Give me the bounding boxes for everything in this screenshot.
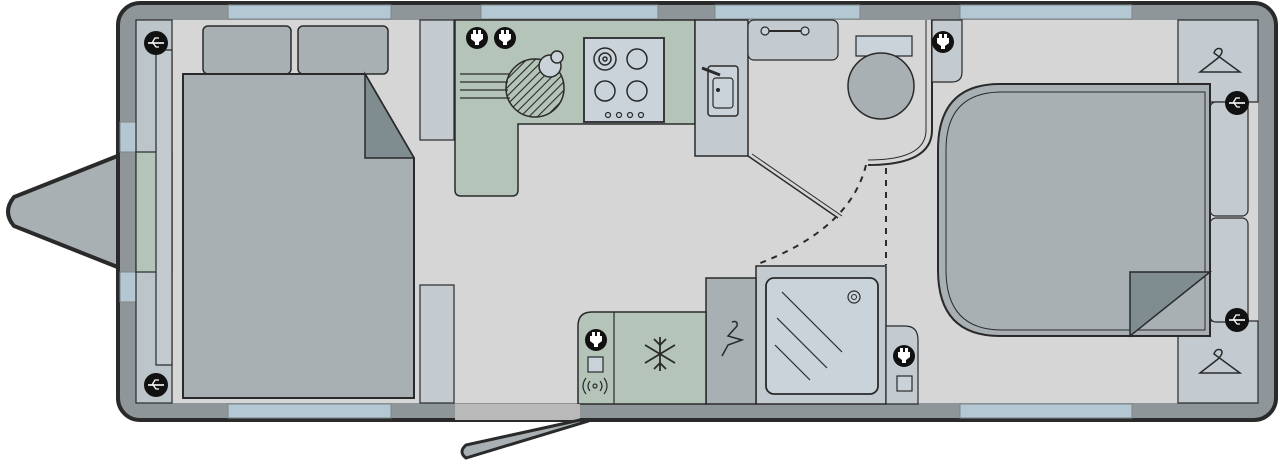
usb-icon — [1225, 91, 1249, 115]
plug-glyph — [471, 30, 483, 45]
coat-hanger-icon — [721, 320, 745, 357]
gas-hob-icon — [583, 37, 665, 123]
windows-top — [227, 4, 1133, 20]
usb-icon — [144, 373, 168, 397]
window — [959, 403, 1133, 419]
plug-glyph — [499, 30, 511, 45]
fridge-unit — [577, 311, 707, 405]
coat-hanger-icon — [1197, 348, 1243, 374]
plug-glyph — [898, 348, 910, 363]
window — [227, 4, 392, 20]
rear-island-bed — [937, 83, 1213, 338]
window — [227, 403, 392, 419]
front-bedroom-cabinets — [135, 19, 173, 404]
windows-bottom — [227, 403, 1133, 419]
plug-glyph — [937, 34, 949, 49]
toilet-icon — [847, 35, 915, 120]
rear-wardrobes — [1177, 19, 1259, 404]
pillows — [202, 25, 389, 75]
coat-hanger-icon — [1197, 47, 1243, 73]
usb-badges — [144, 31, 1249, 397]
usb-icon — [144, 31, 168, 55]
usb-icon — [1225, 308, 1249, 332]
window — [480, 4, 659, 20]
round-table — [460, 50, 565, 118]
aerial-point-icon — [582, 377, 608, 395]
wardrobe-middle — [705, 277, 757, 405]
pillow — [202, 25, 292, 75]
control-panel-icon — [896, 375, 913, 392]
entrance-doorway — [455, 404, 580, 420]
front-double-bed — [182, 71, 416, 399]
entrance-door-open — [460, 418, 590, 460]
shower-icon — [755, 265, 887, 405]
window — [959, 4, 1133, 20]
front-partition — [419, 19, 455, 404]
washroom — [694, 19, 933, 266]
pillow — [297, 25, 389, 75]
plug-glyph — [590, 332, 602, 347]
window — [714, 4, 861, 20]
control-panel-icon — [587, 356, 604, 373]
snowflake-icon — [644, 337, 676, 371]
a-frame-hitch — [6, 152, 122, 271]
